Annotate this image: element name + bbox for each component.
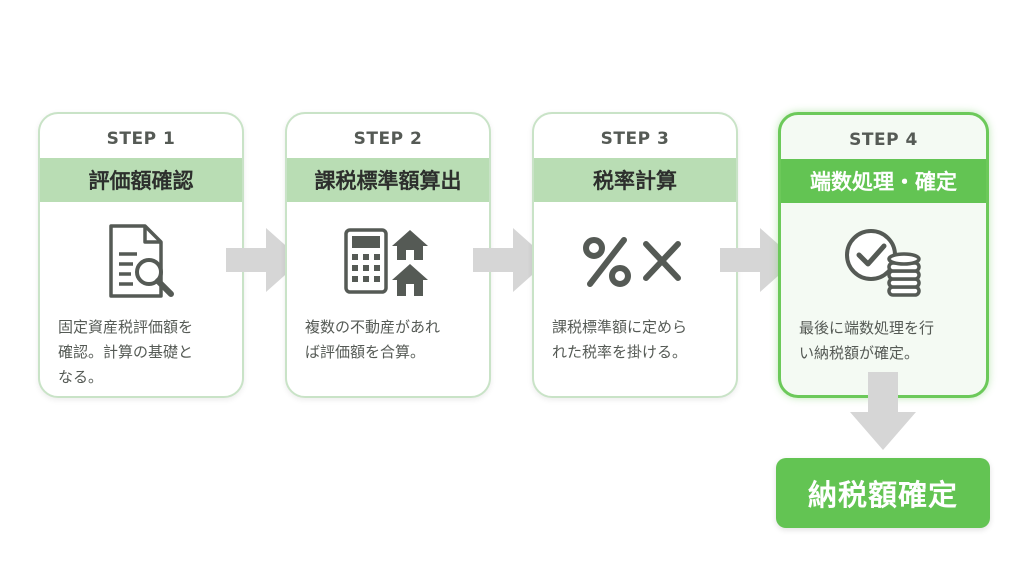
step-title: 課税標準額算出 <box>287 158 489 202</box>
document-search-icon <box>40 222 242 302</box>
step-title: 税率計算 <box>534 158 736 202</box>
step-description: 固定資産税評価額を 確認。計算の基礎と なる。 <box>58 315 228 390</box>
step-card-4: STEP 4 端数処理・確定 最後に端数処理を行 い納税額が確定。 <box>778 112 989 398</box>
step-description: 最後に端数処理を行 い納税額が確定。 <box>799 316 972 366</box>
desc-line: 固定資産税評価額を <box>58 318 194 336</box>
step-card-3: STEP 3 税率計算 課税標準額に定めら れた税率を掛ける。 <box>532 112 738 398</box>
step-card-2: STEP 2 課税標準額算出 複数の不動産があれ ば評価額を合算。 <box>285 112 491 398</box>
arrow-right-icon <box>720 228 798 296</box>
percent-multiply-icon <box>534 222 736 302</box>
step-label: STEP 1 <box>106 129 176 149</box>
result-box: 納税額確定 <box>776 458 990 528</box>
desc-line: 確認。計算の基礎と <box>58 343 194 361</box>
desc-line: 最後に端数処理を行 <box>799 319 935 337</box>
desc-line: ば評価額を合算。 <box>305 343 426 361</box>
arrow-right-icon <box>473 228 551 296</box>
check-coins-icon <box>781 223 986 303</box>
desc-line: なる。 <box>58 368 104 386</box>
arrow-right-icon <box>226 228 304 296</box>
step-title: 端数処理・確定 <box>781 159 986 203</box>
desc-line: 複数の不動産があれ <box>305 318 441 336</box>
desc-line: 課税標準額に定めら <box>552 318 688 336</box>
step-label: STEP 3 <box>600 129 670 149</box>
step-description: 課税標準額に定めら れた税率を掛ける。 <box>552 315 722 365</box>
desc-line: い納税額が確定。 <box>799 344 920 362</box>
desc-line: れた税率を掛ける。 <box>552 343 688 361</box>
step-label: STEP 2 <box>353 129 423 149</box>
step-description: 複数の不動産があれ ば評価額を合算。 <box>305 315 475 365</box>
calculator-houses-icon <box>287 222 489 302</box>
step-card-1: STEP 1 評価額確認 固定資産税評価額を 確認。計算の基礎と なる。 <box>38 112 244 398</box>
arrow-down-icon <box>848 372 918 456</box>
step-label: STEP 4 <box>849 130 918 150</box>
step-title: 評価額確認 <box>40 158 242 202</box>
